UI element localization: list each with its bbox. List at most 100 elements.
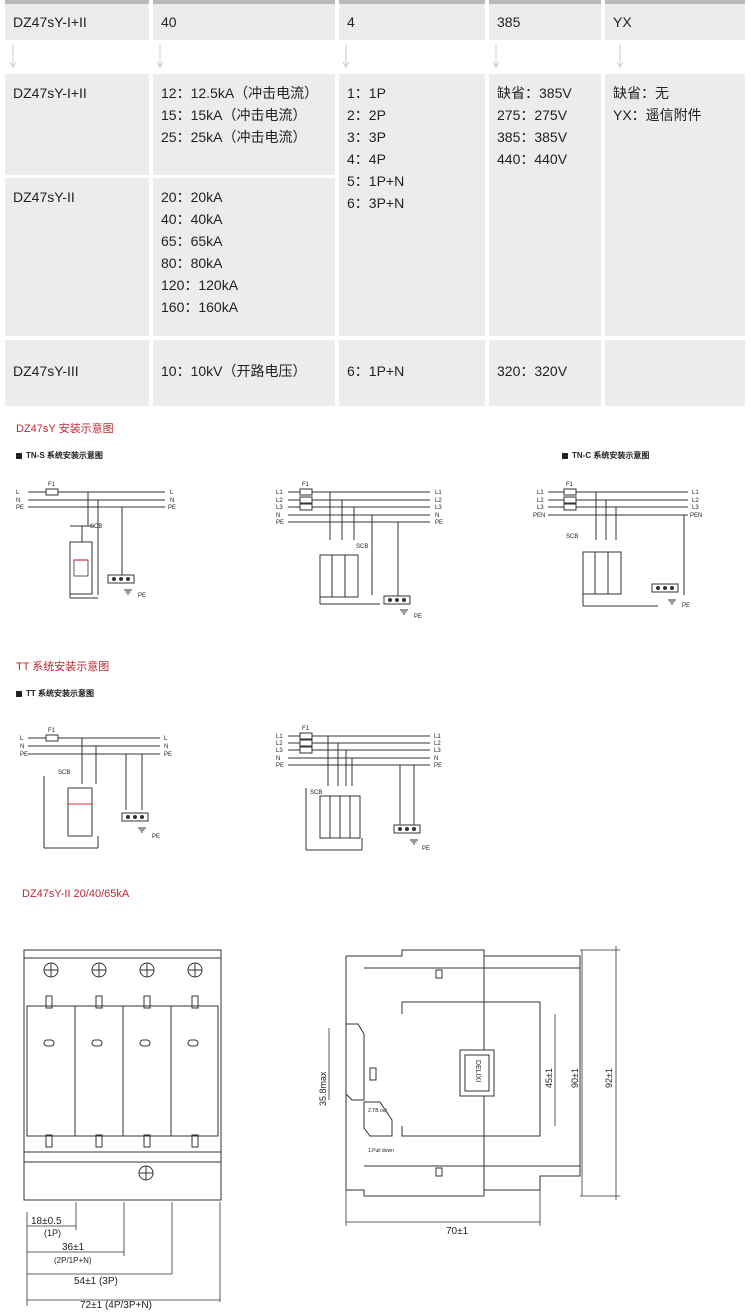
current-b-3: 80：80kA	[161, 255, 223, 271]
accessory-cell-c	[605, 340, 745, 406]
wire-n2-r: N	[435, 513, 439, 519]
voltage-2: 385：385V	[497, 129, 568, 145]
tt-wire-l1-r: L1	[434, 734, 441, 740]
wire-l-r: L	[170, 490, 174, 496]
dim-36-sub: (2P/1P+N)	[54, 1256, 92, 1265]
wire-l: L	[16, 490, 20, 496]
poles-1: 2：2P	[347, 107, 386, 123]
wire-l2-r: L2	[435, 498, 442, 504]
wire-l3: L3	[276, 505, 283, 511]
wire-l2-cr: L2	[692, 498, 699, 504]
tt-scb-label: SCB	[58, 770, 70, 776]
fuse-label-2: F1	[302, 482, 310, 488]
square-bullet-icon	[16, 452, 22, 459]
model-b: DZ47sY-II	[13, 189, 75, 205]
wire-n2: N	[276, 513, 280, 519]
wire-pe: PE	[16, 505, 24, 511]
header-poles: 4	[339, 4, 485, 40]
voltage-cell-c: 320：320V	[489, 340, 601, 406]
wire-l2: L2	[276, 498, 283, 504]
fuse-label-3: F1	[566, 482, 574, 488]
dim-45: 45±1	[544, 1068, 554, 1088]
tnc-diagram	[548, 488, 688, 607]
scb-label-3: SCB	[566, 534, 578, 540]
current-b-1: 40：40kA	[161, 211, 223, 227]
current-c: 10：10kV（开路电压）	[161, 363, 307, 379]
wire-n-r: N	[170, 498, 174, 504]
tt-wire-n2-r: N	[434, 756, 438, 762]
wire-l1-c: L1	[537, 490, 544, 496]
pe-label-3: PE	[682, 603, 690, 609]
wiring-diagrams: L N PE L N PE F1 SCB PE L1 L2 L3 N PE L1…	[16, 482, 702, 852]
tt-fuse-label: F1	[48, 728, 56, 734]
tns-1p-diagram	[28, 488, 165, 595]
dim-36: 36±1	[62, 1242, 85, 1253]
tt-1p-diagram	[28, 734, 160, 849]
current-b-0: 20：20kA	[161, 189, 223, 205]
model-cell-b: DZ47sY-II	[5, 178, 149, 336]
voltage-0: 缺省：385V	[497, 85, 572, 101]
current-a-1: 15：15kA（冲击电流）	[161, 107, 307, 123]
header-voltage: 385	[489, 4, 601, 40]
tt-wire-l3: L3	[276, 748, 283, 754]
tt-pe-label-2: PE	[422, 846, 430, 852]
tnc-label: TN-C 系统安装示意图	[572, 451, 650, 460]
scb-label: SCB	[90, 524, 102, 530]
current-b-4: 120：120kA	[161, 277, 239, 293]
pull-label: 1.Pull down	[368, 1148, 394, 1154]
square-bullet-icon	[562, 452, 568, 459]
front-view	[23, 949, 222, 1201]
tns-label: TN-S 系统安装示意图	[26, 451, 103, 460]
model-cell-c: DZ47sY-III	[5, 340, 149, 406]
dim-54: 54±1 (3P)	[74, 1276, 118, 1287]
dim-18: 18±0.5	[31, 1216, 62, 1227]
scb-label-2: SCB	[356, 544, 368, 550]
model-a: DZ47sY-I+II	[13, 85, 87, 101]
acc-0: 缺省：无	[613, 85, 669, 101]
tt-3p-diagram	[288, 732, 430, 851]
poles-2: 3：3P	[347, 129, 386, 145]
dimension-drawings: 18±0.5 (1P) 36±1 (2P/1P+N) 54±1 (3P) 72±…	[23, 946, 620, 1311]
header-current: 40	[153, 4, 335, 40]
down-arrows	[9, 44, 624, 68]
tt-wire-n2: N	[276, 756, 280, 762]
brand-label: DELIXI	[474, 1060, 481, 1082]
tt-wire-pe2-r: PE	[434, 763, 442, 769]
wire-l1-cr: L1	[692, 490, 699, 496]
tt-wire-l1: L1	[276, 734, 283, 740]
tt-pe-label: PE	[152, 834, 160, 840]
tt-wire-l2-r: L2	[434, 741, 441, 747]
pe-label: PE	[138, 593, 146, 599]
wire-l3-r: L3	[435, 505, 442, 511]
wire-l2-c: L2	[537, 498, 544, 504]
wire-l1: L1	[276, 490, 283, 496]
poles-cell: 1：1P 2：2P 3：3P 4：4P 5：1P+N 6：3P+N	[339, 74, 485, 336]
current-a-2: 25：25kA（冲击电流）	[161, 129, 307, 145]
section-install-title: DZ47sY 安装示意图	[16, 423, 114, 435]
voltage-c: 320：320V	[497, 363, 568, 379]
tt-wire-pe-r: PE	[164, 752, 172, 758]
header-model: DZ47sY-I+II	[5, 4, 149, 40]
tt-subtitle: TT 系统安装示意图	[16, 688, 94, 699]
section-tt-title: TT 系统安装示意图	[16, 661, 110, 673]
square-bullet-icon	[16, 690, 22, 697]
tt-fuse-label-2: F1	[302, 726, 310, 732]
current-a-0: 12：12.5kA（冲击电流）	[161, 85, 319, 101]
header-accessory: YX	[605, 4, 745, 40]
wire-pe2: PE	[276, 520, 284, 526]
section-dims-title: DZ47sY-II 20/40/65kA	[22, 888, 130, 900]
dim-92: 92±1	[604, 1068, 614, 1088]
voltage-cell: 缺省：385V 275：275V 385：385V 440：440V	[489, 74, 601, 336]
tt-wire-l: L	[20, 736, 24, 742]
model-c: DZ47sY-III	[13, 363, 79, 379]
tt-label: TT 系统安装示意图	[26, 689, 94, 698]
voltage-3: 440：440V	[497, 151, 568, 167]
poles-c: 6：1P+N	[347, 363, 405, 379]
current-cell-a: 12：12.5kA（冲击电流） 15：15kA（冲击电流） 25：25kA（冲击…	[153, 74, 335, 175]
tt-wire-n: N	[20, 744, 24, 750]
tns-3p-diagram	[288, 488, 430, 605]
poles-3: 4：4P	[347, 151, 386, 167]
tt-wire-l-r: L	[164, 736, 168, 742]
current-b-2: 65：65kA	[161, 233, 223, 249]
poles-5: 6：3P+N	[347, 195, 405, 211]
